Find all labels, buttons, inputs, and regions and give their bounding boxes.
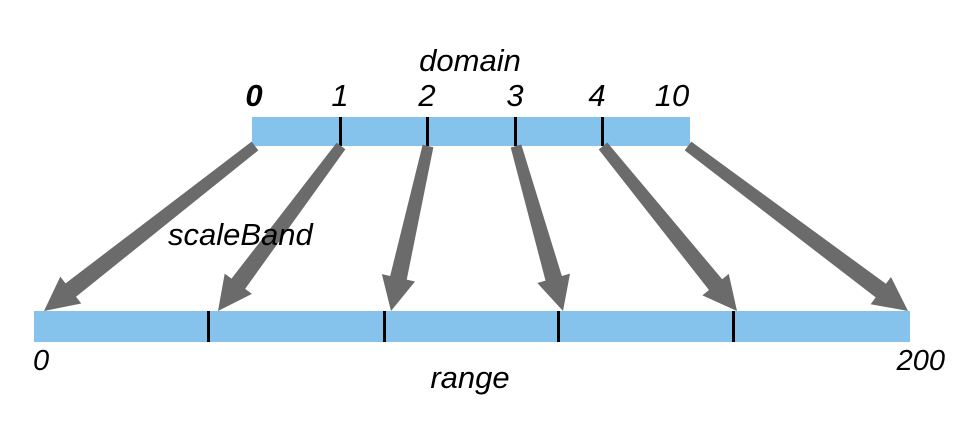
scaleband-label: scaleBand	[168, 217, 313, 252]
domain-tick-mark-3	[601, 117, 604, 146]
mapping-arrow-2	[381, 144, 434, 311]
range-start-label: 0	[33, 345, 50, 377]
range-tick-mark-1	[383, 311, 386, 342]
domain-tick-label-0: 0	[245, 78, 263, 113]
domain-tick-mark-2	[514, 117, 517, 146]
range-tick-mark-0	[207, 311, 210, 342]
domain-tick-label-10: 10	[654, 78, 690, 113]
domain-tick-mark-0	[339, 117, 342, 146]
domain-tick-label-2: 2	[418, 78, 436, 113]
domain-bar	[252, 117, 690, 146]
mapping-arrow-10	[684, 141, 908, 311]
domain-tick-label-4: 4	[588, 78, 606, 113]
domain-axis-title: domain	[419, 43, 521, 78]
range-tick-mark-3	[732, 311, 735, 342]
mapping-arrow-3	[510, 144, 571, 311]
mapping-arrow-4	[598, 142, 737, 311]
range-bar	[34, 311, 910, 342]
domain-tick-mark-1	[426, 117, 429, 146]
range-axis-title: range	[430, 360, 510, 395]
range-tick-mark-2	[557, 311, 560, 342]
range-end-label: 200	[896, 345, 945, 377]
domain-tick-label-1: 1	[331, 78, 349, 113]
domain-tick-label-3: 3	[506, 78, 524, 113]
